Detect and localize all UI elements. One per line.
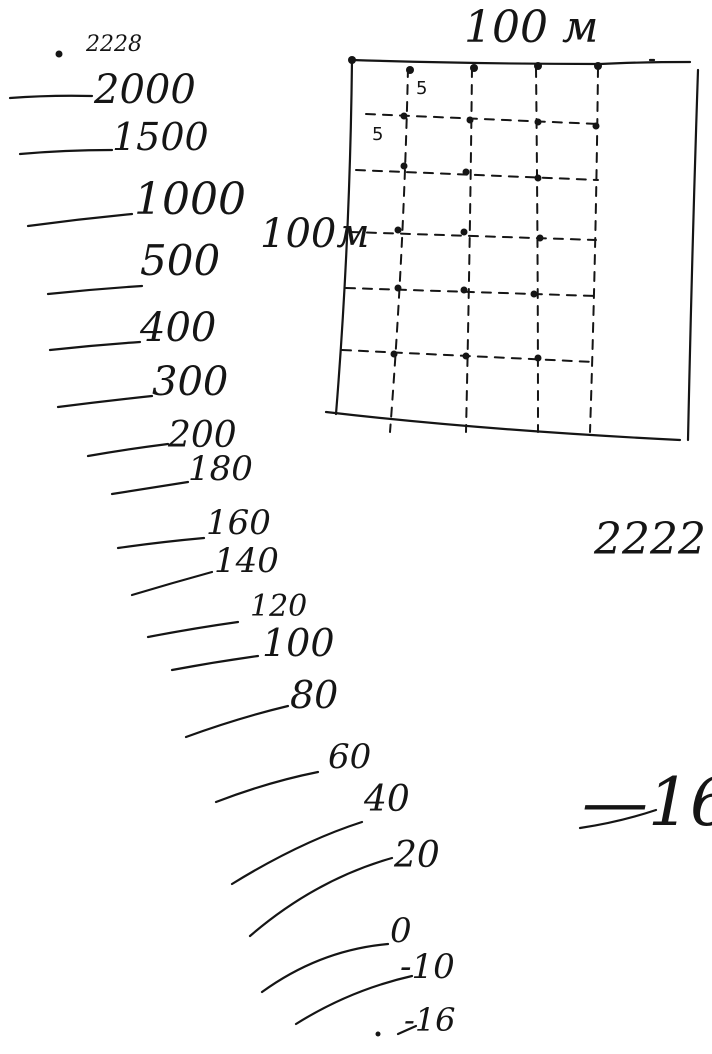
tick-1500 [20, 150, 112, 154]
tick-100 [172, 656, 258, 670]
label-400: 400 [140, 308, 216, 348]
label-1000: 1000 [134, 178, 246, 222]
label-20: 20 [394, 838, 440, 874]
tick-minus10 [296, 976, 412, 1024]
tick-400 [50, 342, 140, 350]
tick-2000 [10, 96, 92, 98]
label-2228: 2228 [86, 34, 142, 56]
dot-2228 [56, 51, 63, 58]
top-dimension-label: 100 м [464, 6, 598, 50]
label-80: 80 [290, 676, 338, 714]
label-0: 0 [390, 914, 412, 948]
partial-number: 2222 [594, 518, 706, 562]
label-160: 160 [206, 506, 271, 540]
tick-180 [112, 482, 188, 494]
tick-500 [48, 286, 142, 294]
tick-160 [118, 538, 204, 548]
row-spacing-label: 5 [416, 80, 427, 98]
side-dimension-label: 100м [260, 214, 370, 254]
dot-minus16 [376, 1032, 381, 1037]
label-60: 60 [328, 740, 371, 774]
partial-mark: —16 [582, 770, 712, 836]
tick-300 [58, 396, 152, 407]
label-120: 120 [250, 592, 307, 622]
column-spacing-label: 5 [372, 126, 383, 144]
label-minus10: -10 [400, 950, 455, 984]
tick-60 [216, 772, 318, 802]
label-2000: 2000 [94, 70, 196, 110]
label-300: 300 [152, 362, 228, 402]
grid-frame [326, 60, 698, 440]
label-500: 500 [140, 240, 220, 282]
tick-120 [148, 622, 238, 637]
tick-200 [88, 444, 168, 456]
tick-80 [186, 706, 288, 737]
label-180: 180 [188, 452, 253, 486]
tick-40 [232, 822, 362, 884]
label-100: 100 [262, 624, 335, 662]
label-1500: 1500 [112, 118, 209, 156]
label-40: 40 [364, 782, 410, 818]
grid-dots [348, 56, 602, 362]
tick-20 [250, 858, 392, 936]
label-minus16: -16 [404, 1004, 456, 1036]
tick-140 [132, 572, 212, 595]
tick-0 [262, 944, 388, 992]
tick-1000 [28, 214, 132, 226]
label-140: 140 [214, 544, 279, 578]
